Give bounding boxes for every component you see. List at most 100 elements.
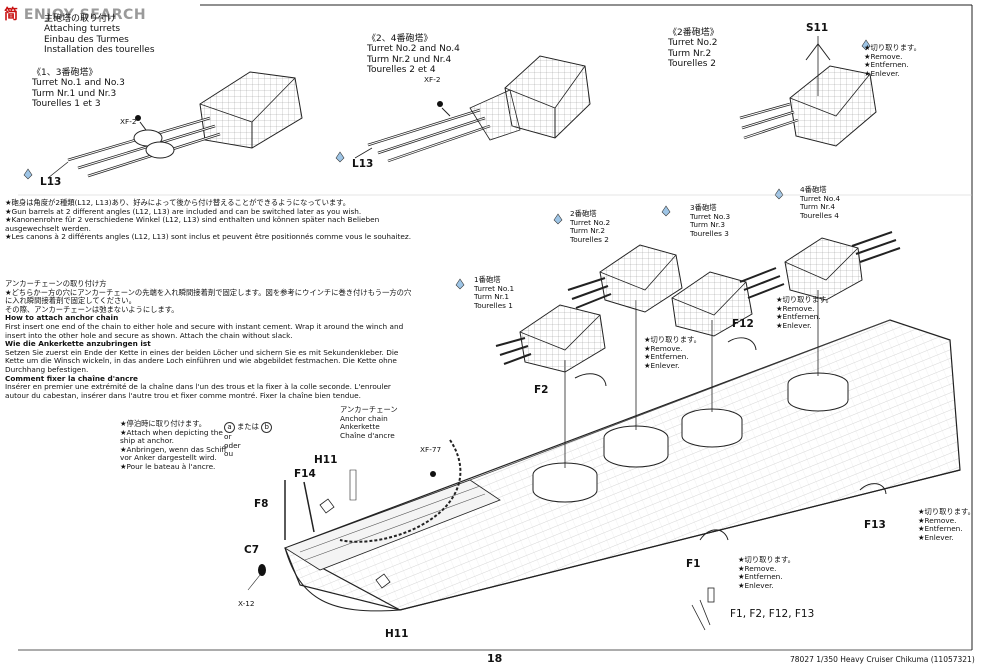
at-anchor-jp: ★停泊時に取り付けます。 [120,419,207,428]
option-mata: または [237,422,259,431]
t3-de: Turm Nr.3 [690,220,726,230]
header-fr: Installation des tourelles [44,45,155,56]
remove-jp: ★切り取ります。 [918,507,975,516]
option-or: or [224,432,232,441]
part-c7: C7 [244,544,260,556]
part-f1: F1 [686,558,701,570]
turret-2-4-fr: Tourelles 2 et 4 [367,65,436,76]
t1-en: Turret No.1 [474,283,515,293]
anchor-fr: Insérer en premier une extrémité de la c… [5,382,391,400]
t4-fr: Tourelles 4 [800,210,839,220]
anchor-chain-fr: Chaîne d'ancre [340,430,395,440]
turret-4-label: 4番砲塔 Turret No.4 Turm Nr.4 Tourelles 4 [800,185,841,220]
t4-jp: 4番砲塔 [800,185,827,194]
anchor-jp-title: アンカーチェーンの取り付け方 [5,279,107,288]
gun-note-fr: ★Les canons à 2 différents angles (L12, … [5,232,412,242]
remove-en: ★Remove. [644,343,683,353]
remove-de: ★Entfernen. [918,524,963,534]
remove-de: ★Entfernen. [738,572,783,582]
remove-jp: ★切り取ります。 [738,555,795,564]
remove-note-s11: ★切り取ります。 ★Remove. ★Entfernen. ★Enlever. [864,43,921,78]
t3-jp: 3番砲塔 [690,203,717,212]
turret-2-4-drawing [335,55,591,163]
remove-en: ★Remove. [918,515,957,525]
anchor-en: First insert one end of the chain to eit… [5,321,404,340]
remove-fr: ★Enlever. [864,68,900,78]
turret-2-label: 2番砲塔 Turret No.2 Turm Nr.2 Tourelles 2 [570,209,610,244]
t1-fr: Tourelles 1 [474,300,513,310]
part-s11: S11 [806,22,829,34]
anchor-chain-jp: アンカーチェーン [340,405,398,414]
turret-3-label: 3番砲塔 Turret No.3 Turm Nr.3 Tourelles 3 [690,203,731,238]
turret-2-s11-drawing [739,36,877,147]
option-ou: ou [224,449,234,459]
anchor-instructions: アンカーチェーンの取り付け方 ★どちらかー方の穴にアンカーチェーンの先端を入れ瞬… [5,279,415,400]
at-anchor-de: ★Anbringen, wenn das Schiff vor Anker da… [120,444,227,463]
gun-note-en: ★Gun barrels at 2 different angles (L12,… [5,206,362,216]
remove-fr: ★Enlever. [738,580,774,590]
turret-2-4-de: Turm Nr.2 und Nr.4 [367,54,452,65]
part-xf77: XF-77 [420,445,442,454]
remove-en: ★Remove. [738,563,777,573]
watermark-text: ENJOY SEARCH [23,7,147,23]
anchor-fr-title: Comment fixer la chaîne d'ancre [5,373,138,383]
part-x12: X-12 [238,599,255,608]
part-f-group: F1, F2, F12, F13 [730,608,815,620]
part-h11-b: H11 [385,628,409,640]
anchor-de-title: Wie die Ankerkette anzubringen ist [5,339,151,349]
t4-en: Turret No.4 [800,193,841,203]
turret-1-3-de: Turm Nr.1 und Nr.3 [32,88,117,99]
remove-fr: ★Enlever. [776,320,812,330]
kit-code: 78027 1/350 Heavy Cruiser Chikuma (11057… [790,655,975,664]
at-anchor-fr: ★Pour le bateau à l'ancre. [120,461,216,471]
turret-2-jp: 《2番砲塔》 [668,28,719,38]
part-l13-b: L13 [352,158,374,170]
t1-jp: 1番砲塔 [474,275,501,284]
turret-2-caption: 《2番砲塔》 Turret No.2 Turm Nr.2 Tourelles 2 [668,28,719,70]
part-f8: F8 [254,498,269,510]
watermark: 简 ENJOY SEARCH [4,4,146,24]
anchor-chain-label: アンカーチェーン Anchor chain Ankerkette Chaîne … [340,405,398,440]
at-anchor-en: ★Attach when depicting the ship at ancho… [120,427,223,446]
turret-2-4-jp: 《2、4番砲塔》 [367,34,433,44]
exploded-turrets-drawing [495,231,901,373]
page-number: 18 [487,652,503,665]
turret-1-3-drawing [23,71,303,180]
turret-2-fr: Tourelles 2 [668,59,717,70]
remove-jp: ★切り取ります。 [776,295,833,304]
t2-jp: 2番砲塔 [570,209,597,218]
watermark-logo: 简 [4,7,19,23]
turret-1-label: 1番砲塔 Turret No.1 Turm Nr.1 Tourelles 1 [474,275,515,310]
option-b: b [261,422,273,433]
t4-de: Turm Nr.4 [800,202,836,212]
gun-note-jp: ★砲身は角度が2種類(L12, L13)あり、好みによって後から付け替えることが… [5,198,351,207]
anchor-en-title: How to attach anchor chain [5,313,119,323]
anchor-de: Setzen Sie zuerst ein Ende der Kette in … [5,347,399,374]
remove-de: ★Entfernen. [644,352,689,362]
turret-2-en: Turret No.2 [668,38,718,49]
part-l13-a: L13 [40,176,62,188]
part-xf2-a: XF-2 [120,117,137,126]
remove-de: ★Entfernen. [776,312,821,322]
turret-1-3-en: Turret No.1 and No.3 [32,78,125,89]
remove-note-t1: ★切り取ります。 ★Remove. ★Entfernen. ★Enlever. [644,335,701,370]
option-a: a [224,422,235,433]
turret-2-4-caption: 《2、4番砲塔》 Turret No.2 and No.4 Turm Nr.2 … [367,34,460,76]
turret-1-3-jp: 《1、3番砲塔》 [32,68,98,78]
remove-jp: ★切り取ります。 [644,335,701,344]
part-f14: F14 [294,468,316,480]
gun-note-de: ★Kanonenrohre für 2 verschiedene Winkel … [5,215,380,233]
remove-fr: ★Enlever. [644,360,680,370]
t3-en: Turret No.3 [690,211,731,221]
remove-jp: ★切り取ります。 [864,43,921,52]
remove-en: ★Remove. [776,303,815,313]
option-oder: oder [224,440,241,450]
at-anchor-note: ★停泊時に取り付けます。 ★Attach when depicting the … [120,419,228,472]
turret-2-de: Turm Nr.2 [668,48,712,59]
turret-1-3-caption: 《1、3番砲塔》 Turret No.1 and No.3 Turm Nr.1 … [32,68,125,110]
t3-fr: Tourelles 3 [690,228,729,238]
part-h11-a: H11 [314,454,338,466]
section-header: 主砲塔の取り付け Attaching turrets Einbau des Tu… [44,14,155,56]
